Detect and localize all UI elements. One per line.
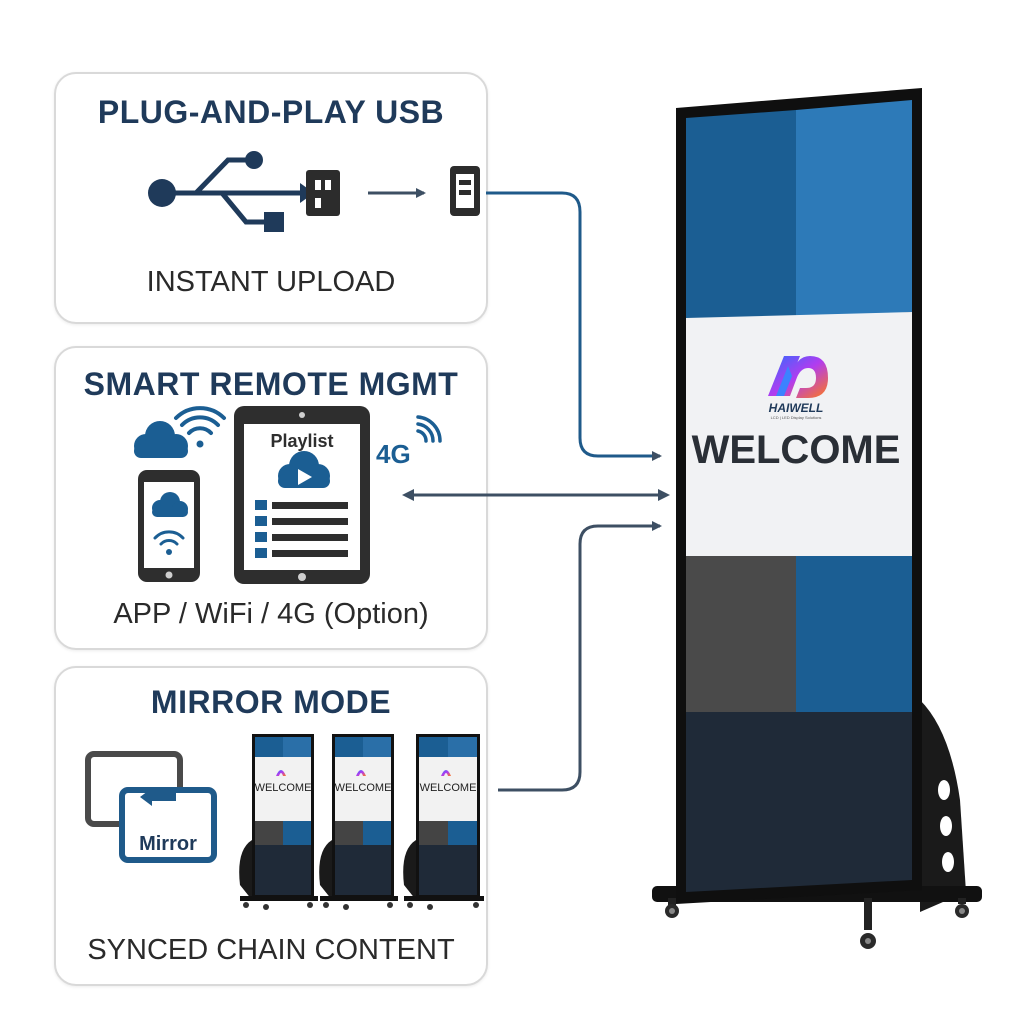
mini-kiosk-2-text: WELCOME [335, 782, 392, 794]
mini-kiosk-3-text: WELCOME [420, 782, 477, 794]
remote-panel-title: SMART REMOTE MGMT [83, 366, 459, 402]
main-kiosk: HAIWELL LCD | LED Display Solutions WELC… [652, 88, 982, 949]
mini-kiosk-3: WELCOME [403, 734, 484, 910]
usb-panel-caption: INSTANT UPLOAD [146, 266, 396, 298]
mirror-screens-icon: Mirror [85, 751, 217, 863]
usb-panel-title: PLUG-AND-PLAY USB [97, 94, 445, 130]
network-4g-label: 4G [376, 439, 411, 469]
mirror-panel-title: MIRROR MODE [150, 684, 392, 720]
haiwell-logo [768, 356, 828, 398]
kiosk-brand-tagline: LCD | LED Display Solutions [771, 415, 822, 420]
mini-kiosk-1: WELCOME [239, 734, 318, 910]
usb-plug-icon [306, 170, 340, 216]
tablet-icon: Playlist [234, 406, 370, 584]
usb-panel: PLUG-AND-PLAY USB INSTANT UPLOAD [54, 72, 488, 324]
wifi-icon [174, 406, 226, 448]
usb-port-icon [450, 166, 480, 216]
playlist-rows [255, 500, 348, 558]
mini-kiosk-1-text: WELCOME [255, 782, 312, 794]
usb-connector-line [486, 191, 662, 461]
mirror-label: Mirror [139, 833, 197, 855]
tablet-playlist-label: Playlist [270, 431, 333, 451]
mini-kiosk-2: WELCOME [319, 734, 398, 910]
play-icon [298, 469, 312, 485]
mirror-connector-line [498, 521, 662, 792]
kiosk-welcome-text: WELCOME [692, 428, 901, 472]
kiosk-brand: HAIWELL [769, 401, 824, 415]
mirror-panel-caption: SYNCED CHAIN CONTENT [87, 934, 455, 966]
smartphone-icon [138, 470, 200, 582]
signal-icon [416, 415, 442, 443]
usb-trident-icon [148, 151, 314, 232]
remote-panel-caption: APP / WiFi / 4G (Option) [113, 598, 429, 630]
cloud-icon [134, 421, 188, 458]
